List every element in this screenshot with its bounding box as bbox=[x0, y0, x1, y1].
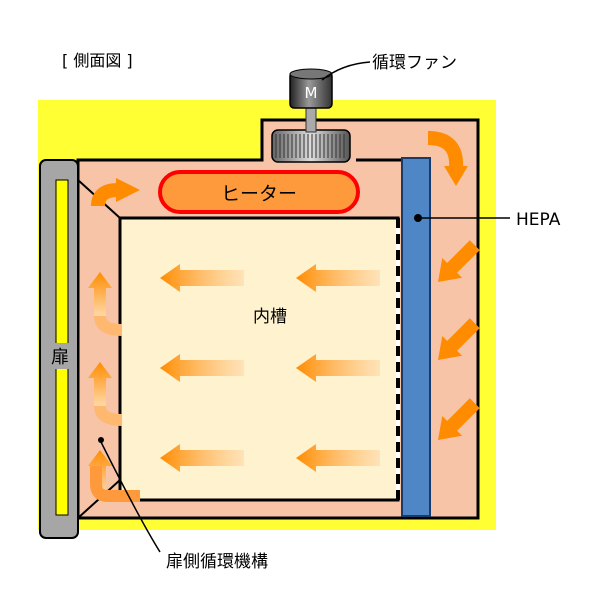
chamber-flow-arrows bbox=[160, 264, 380, 472]
fan-leader-line bbox=[321, 61, 371, 81]
door-side-flow-arrows bbox=[88, 272, 140, 502]
door-side-bottom-turn bbox=[90, 466, 140, 502]
motor-label: M bbox=[305, 84, 318, 102]
duct-arrow bbox=[438, 398, 480, 440]
duct-curve-arrow-head bbox=[444, 166, 468, 186]
door-side-hook bbox=[94, 315, 123, 336]
flow-arrow-left bbox=[296, 444, 380, 472]
view-title: [ 側面図 ] bbox=[62, 51, 133, 70]
door-side-up-arrow bbox=[88, 272, 112, 316]
mechanism-point bbox=[98, 437, 104, 443]
mechanism-label: 扉側循環機構 bbox=[166, 552, 268, 572]
hepa-label: HEPA bbox=[516, 210, 561, 230]
duct-flow-arrows bbox=[91, 131, 480, 440]
door-label-bg bbox=[47, 343, 73, 369]
duct-arrow bbox=[438, 240, 480, 282]
flow-arrow-left bbox=[296, 354, 380, 382]
top-left-curve-arrow-head bbox=[116, 178, 140, 202]
hepa-filter bbox=[401, 157, 431, 517]
heater bbox=[158, 170, 360, 214]
door-side-hook bbox=[94, 405, 123, 426]
heater-label: ヒーター bbox=[221, 183, 297, 205]
duct-curve-arrow bbox=[427, 131, 464, 169]
flow-arrow-left bbox=[160, 444, 244, 472]
arrow-shape bbox=[438, 398, 480, 440]
arrow-shape bbox=[438, 240, 480, 282]
fan-label: 循環ファン bbox=[372, 53, 457, 73]
flow-arrow-left bbox=[160, 264, 244, 292]
door-side-up-arrow bbox=[88, 362, 112, 406]
door-label: 扉 bbox=[51, 347, 69, 368]
arrow-shape bbox=[438, 318, 480, 360]
flow-arrow-left bbox=[296, 264, 380, 292]
top-left-curve-arrow bbox=[91, 183, 119, 207]
duct-arrow bbox=[438, 318, 480, 360]
fan-blade-lines bbox=[275, 134, 345, 158]
chamber-label: 内槽 bbox=[253, 307, 287, 327]
mechanism-leader-line bbox=[100, 441, 161, 553]
flow-arrow-left bbox=[160, 354, 244, 382]
